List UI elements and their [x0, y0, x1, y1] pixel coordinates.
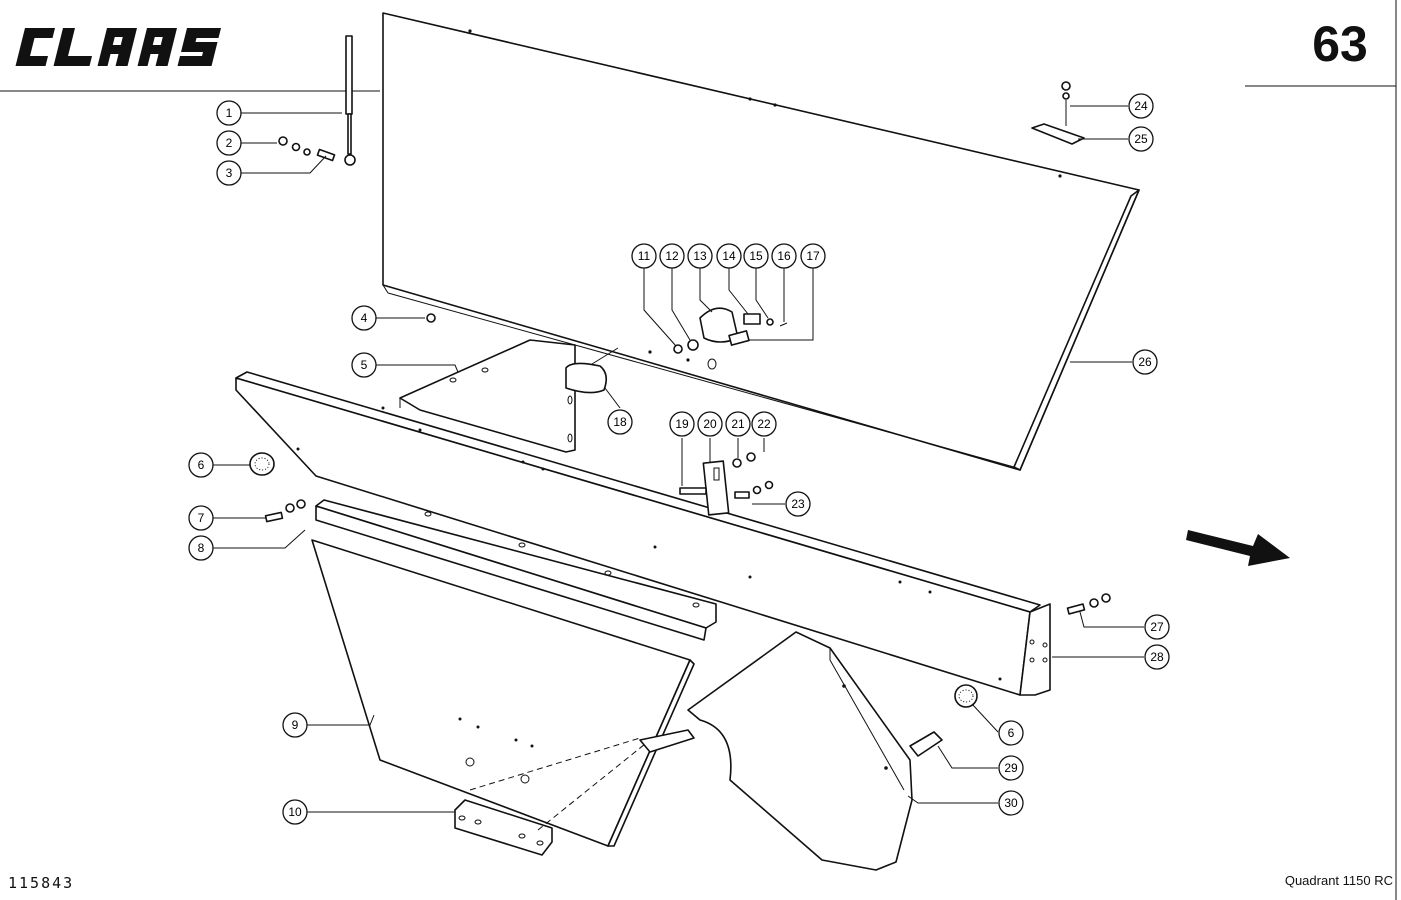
- callout-20: 20: [697, 411, 723, 437]
- claas-logo-art: [15, 28, 222, 66]
- cap-6-right: [954, 684, 978, 708]
- svg-text:15: 15: [749, 249, 763, 263]
- bolt-7: [264, 499, 306, 523]
- callout-3: 3: [216, 160, 242, 186]
- svg-text:1: 1: [226, 106, 233, 120]
- callout-2: 2: [216, 130, 242, 156]
- svg-text:23: 23: [791, 497, 805, 511]
- svg-text:12: 12: [665, 249, 679, 263]
- callout-30: 30: [998, 790, 1024, 816]
- model-name: Quadrant 1150 RC: [1284, 873, 1393, 888]
- hinge-24-25: [1031, 81, 1085, 145]
- svg-text:13: 13: [693, 249, 707, 263]
- callout-8: 8: [188, 535, 214, 561]
- svg-text:21: 21: [731, 417, 745, 431]
- callout-4: 4: [351, 305, 377, 331]
- page-number: 63: [1312, 16, 1368, 72]
- callout-7: 7: [188, 505, 214, 531]
- callout-11: 11: [631, 243, 657, 269]
- side-plate-9: [311, 539, 695, 847]
- svg-text:28: 28: [1150, 650, 1164, 664]
- callout-9: 9: [282, 712, 308, 738]
- svg-text:25: 25: [1134, 132, 1148, 146]
- panel-26: [382, 12, 1140, 471]
- callout-18: 18: [607, 409, 633, 435]
- svg-text:3: 3: [226, 166, 233, 180]
- svg-text:9: 9: [292, 718, 299, 732]
- svg-text:10: 10: [288, 805, 302, 819]
- callout-13: 13: [687, 243, 713, 269]
- bolt-27: [1066, 593, 1111, 615]
- callout-1: 1: [216, 100, 242, 126]
- callout-6-right: 6: [998, 720, 1024, 746]
- claas-logo: [8, 24, 234, 70]
- callout-16: 16: [771, 243, 797, 269]
- svg-text:4: 4: [361, 311, 368, 325]
- callout-12: 12: [659, 243, 685, 269]
- callout-24: 24: [1128, 93, 1154, 119]
- callout-22: 22: [751, 411, 777, 437]
- svg-text:16: 16: [777, 249, 791, 263]
- svg-text:18: 18: [613, 415, 627, 429]
- nut-4: [426, 313, 436, 323]
- svg-text:27: 27: [1150, 620, 1164, 634]
- callout-15: 15: [743, 243, 769, 269]
- direction-arrow-icon: [1186, 530, 1290, 566]
- svg-text:29: 29: [1004, 761, 1018, 775]
- callout-6-left: 6: [188, 452, 214, 478]
- mounting-strip-10: [454, 799, 553, 856]
- beam-28: [235, 371, 1051, 696]
- callout-29: 29: [998, 755, 1024, 781]
- svg-text:6: 6: [1008, 726, 1015, 740]
- svg-text:5: 5: [361, 358, 368, 372]
- washers-2: [278, 136, 311, 156]
- callout-26: 26: [1132, 349, 1158, 375]
- callout-23: 23: [785, 491, 811, 517]
- svg-text:2: 2: [226, 136, 233, 150]
- callout-14: 14: [716, 243, 742, 269]
- callout-19: 19: [669, 411, 695, 437]
- svg-text:11: 11: [638, 249, 651, 263]
- svg-text:20: 20: [703, 417, 717, 431]
- svg-text:6: 6: [198, 458, 205, 472]
- callout-17: 17: [800, 243, 826, 269]
- latch-plate-19-23: [679, 452, 774, 516]
- svg-text:19: 19: [675, 417, 689, 431]
- assembly-line-right: [537, 739, 651, 831]
- svg-text:7: 7: [198, 511, 205, 525]
- callout-25: 25: [1128, 126, 1154, 152]
- svg-text:14: 14: [722, 249, 736, 263]
- bracket-5: [399, 339, 576, 453]
- angle-strip-8: [315, 499, 717, 641]
- hood-30: [687, 631, 913, 871]
- cap-6-left: [249, 452, 275, 476]
- callout-27: 27: [1144, 614, 1170, 640]
- clip-29: [909, 731, 943, 757]
- drawing-number: 115843: [8, 874, 75, 892]
- svg-text:26: 26: [1138, 355, 1152, 369]
- bumper-18: [565, 347, 619, 394]
- callout-5: 5: [351, 352, 377, 378]
- svg-text:24: 24: [1134, 99, 1148, 113]
- pin-3: [316, 148, 336, 162]
- mounting-tab: [639, 729, 695, 753]
- callout-28: 28: [1144, 644, 1170, 670]
- svg-text:8: 8: [198, 541, 205, 555]
- gas-strut-1: [344, 35, 356, 166]
- callout-10: 10: [282, 799, 308, 825]
- svg-text:22: 22: [757, 417, 771, 431]
- svg-text:30: 30: [1004, 796, 1018, 810]
- svg-text:17: 17: [806, 249, 820, 263]
- leader-lines: [213, 105, 1144, 813]
- callout-21: 21: [725, 411, 751, 437]
